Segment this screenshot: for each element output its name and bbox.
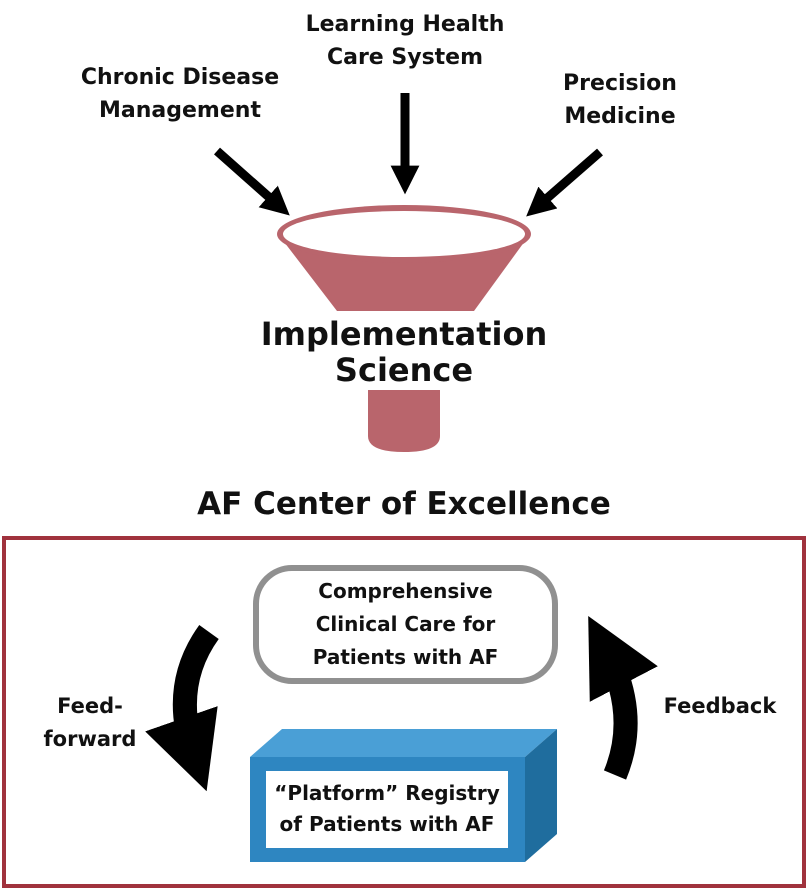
care-box-text: Comprehensive Clinical Care for Patients…: [256, 575, 555, 674]
funnel-icon: [277, 205, 531, 452]
feedback-label: Feedback: [663, 694, 777, 718]
center-title: AF Center of Excellence: [197, 486, 611, 522]
registry-box-line-2: of Patients with AF: [279, 812, 495, 836]
care-box-line-3: Patients with AF: [312, 645, 499, 669]
feedback-arrow-icon: [588, 615, 658, 780]
feedforward-label: Feed- forward: [20, 690, 160, 756]
care-box: [253, 565, 558, 684]
feedforward-arrow-icon: [145, 624, 219, 792]
input-right-line-2: Medicine: [564, 104, 676, 129]
feedforward-line-1: Feed-: [57, 694, 123, 718]
input-center-line-2: Care System: [326, 45, 484, 70]
care-box-line-1: Comprehensive: [318, 579, 493, 603]
funnel-label: Implementation Science: [204, 316, 604, 388]
input-center-line-1: Learning Health: [305, 12, 505, 37]
care-box-line-2: Clinical Care for: [315, 612, 496, 636]
center-frame: [2, 536, 806, 888]
input-right-line-1: Precision: [563, 71, 677, 96]
registry-box: [250, 729, 557, 862]
funnel-label-line-1: Implementation: [260, 315, 548, 353]
arrow-left-input: [214, 147, 290, 216]
registry-box-line-1: “Platform” Registry: [274, 781, 500, 805]
funnel-label-line-2: Science: [334, 351, 474, 389]
feedforward-line-2: forward: [43, 727, 137, 751]
arrow-right-input: [526, 148, 603, 217]
input-left-line-2: Management: [99, 98, 261, 123]
input-chronic-disease-label: Chronic Disease Management: [60, 61, 300, 127]
registry-box-text: “Platform” Registry of Patients with AF: [266, 778, 508, 840]
input-learning-health-label: Learning Health Care System: [285, 8, 525, 74]
input-left-line-1: Chronic Disease: [80, 65, 280, 90]
input-precision-medicine-label: Precision Medicine: [520, 67, 720, 133]
